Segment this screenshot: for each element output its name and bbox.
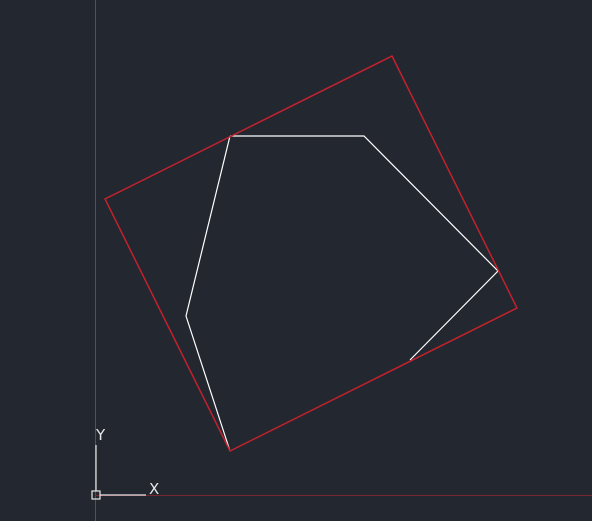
ucs-icon: Y X [91, 426, 159, 500]
rotated-rectangle[interactable] [103, 54, 519, 453]
ucs-y-label: Y [95, 426, 106, 444]
pentagon-polyline[interactable] [230, 135, 499, 361]
pentagon-left-edge[interactable] [185, 135, 231, 452]
ucs-x-label: X [149, 480, 159, 498]
ucs-origin-box [91, 490, 101, 500]
